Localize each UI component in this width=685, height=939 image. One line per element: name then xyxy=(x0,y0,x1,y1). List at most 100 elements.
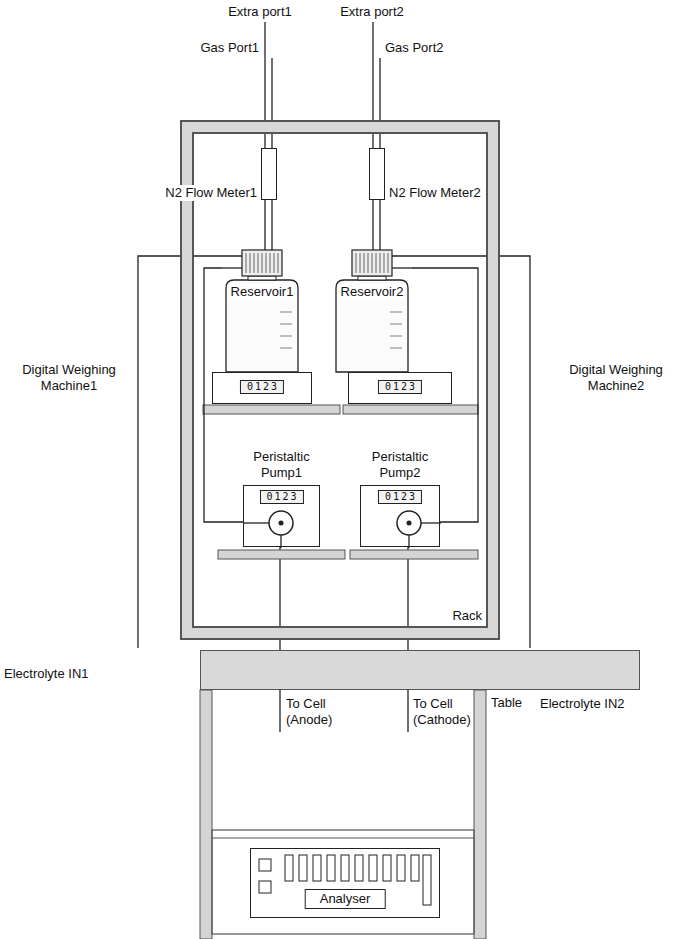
part-label: Gas Port2 xyxy=(385,40,465,56)
part-label: Extra port1 xyxy=(215,4,305,20)
part-label: Gas Port1 xyxy=(179,40,259,56)
gas-port-line xyxy=(379,58,380,148)
pump-hub xyxy=(407,521,412,526)
bottle-neck xyxy=(248,276,276,280)
shelf xyxy=(218,550,345,559)
pump-label: Peristaltic Pump2 xyxy=(360,449,440,481)
weighing-machine: 0123 xyxy=(348,372,452,404)
reservoir-label: Reservoir1 xyxy=(230,284,295,300)
tube-connector xyxy=(265,200,272,250)
cap-ridge xyxy=(254,253,255,273)
cap-ridge xyxy=(388,253,389,273)
reservoir-bottle: Reservoir1 xyxy=(222,250,302,372)
module-slot xyxy=(327,855,335,881)
graduation-mark xyxy=(390,336,402,337)
module-slot xyxy=(411,855,419,881)
module-slot xyxy=(383,855,391,881)
module-slot xyxy=(299,855,307,881)
cap-ridge xyxy=(376,253,377,273)
module-slot xyxy=(341,855,349,881)
node-drawing xyxy=(222,250,302,372)
tube-stub xyxy=(392,267,412,268)
part-label: Electrolyte IN2 xyxy=(540,696,680,712)
cap-ridge xyxy=(372,253,373,273)
module-slot xyxy=(313,855,321,881)
analyser-label: Analyser xyxy=(305,889,386,909)
graduation-mark xyxy=(280,312,292,313)
cap-ridge xyxy=(384,253,385,273)
table-leg xyxy=(200,690,212,939)
cap-ridge xyxy=(380,253,381,273)
cap-ridge xyxy=(356,253,357,273)
cap-ridge xyxy=(364,253,365,273)
part-label: To Cell (Cathode) xyxy=(413,696,473,728)
cap-ridge xyxy=(368,253,369,273)
module-slot xyxy=(423,855,431,905)
lower-cabinet xyxy=(212,830,474,934)
cap-ridge xyxy=(360,253,361,273)
digital-display: 0123 xyxy=(259,490,303,504)
cap-ridge xyxy=(274,253,275,273)
pump-rotor xyxy=(397,511,421,535)
equipment-rack: Rack N2 Flow Meter1 N2 Flow Meter2Reservoi… xyxy=(180,120,500,640)
digital-display: 0123 xyxy=(378,490,422,504)
digital-display: 0123 xyxy=(240,380,284,394)
peristaltic-pump: Peristaltic Pump10123 xyxy=(243,485,320,547)
gas-port-line xyxy=(271,58,272,148)
cap-ridge xyxy=(258,253,259,273)
bottle-body xyxy=(226,280,298,372)
shelf xyxy=(203,405,340,414)
cap-ridge xyxy=(266,253,267,273)
reservoir-bottle: Reservoir2 xyxy=(332,250,412,372)
flow-meter: N2 Flow Meter1 xyxy=(261,148,277,200)
rack-label: Rack xyxy=(452,608,482,624)
cap-ridge xyxy=(250,253,251,273)
extra-port-line xyxy=(264,22,265,148)
graduation-mark xyxy=(390,312,402,313)
graduation-mark xyxy=(390,348,402,349)
cap-ridge xyxy=(278,253,279,273)
reservoir-label: Reservoir2 xyxy=(340,284,405,300)
flow-meter: N2 Flow Meter2 xyxy=(369,148,385,200)
part-label: To Cell (Anode) xyxy=(286,696,346,728)
bottle-body xyxy=(336,280,408,372)
pump-hub xyxy=(279,521,284,526)
digital-display: 0123 xyxy=(378,380,422,394)
pump-label: Peristaltic Pump1 xyxy=(242,449,322,481)
cap-ridge xyxy=(246,253,247,273)
module-slot xyxy=(369,855,377,881)
node-drawing xyxy=(332,250,412,372)
cap-ridge xyxy=(270,253,271,273)
tube-stub xyxy=(222,267,242,268)
extra-port-line xyxy=(372,22,373,148)
indicator-square xyxy=(259,859,271,871)
module-slot xyxy=(285,855,293,881)
graduation-mark xyxy=(280,336,292,337)
analyser-unit: Analyser xyxy=(250,848,440,918)
weighing-machine: 0123 xyxy=(212,372,312,404)
part-label: Extra port2 xyxy=(327,4,417,20)
shelf xyxy=(350,550,478,559)
bottle-neck xyxy=(358,276,386,280)
tube-stub xyxy=(244,522,269,523)
indicator-square xyxy=(259,881,271,893)
module-slot xyxy=(355,855,363,881)
flow-meter-label: N2 Flow Meter1 xyxy=(164,185,258,201)
graduation-mark xyxy=(280,348,292,349)
graduation-mark xyxy=(280,324,292,325)
tube-stub xyxy=(408,535,409,548)
bottle-cap xyxy=(242,250,282,276)
graduation-mark xyxy=(390,324,402,325)
tube-connector xyxy=(373,200,380,250)
flow-meter-label: N2 Flow Meter2 xyxy=(388,185,482,201)
cap-ridge xyxy=(262,253,263,273)
table-label: Table xyxy=(491,695,522,711)
cell-outlet-tube xyxy=(407,547,408,732)
pump-rotor xyxy=(269,511,293,535)
part-label: Digital Weighing Machine1 xyxy=(10,362,128,394)
lab-table: Table xyxy=(200,650,640,690)
table-leg xyxy=(474,690,486,939)
